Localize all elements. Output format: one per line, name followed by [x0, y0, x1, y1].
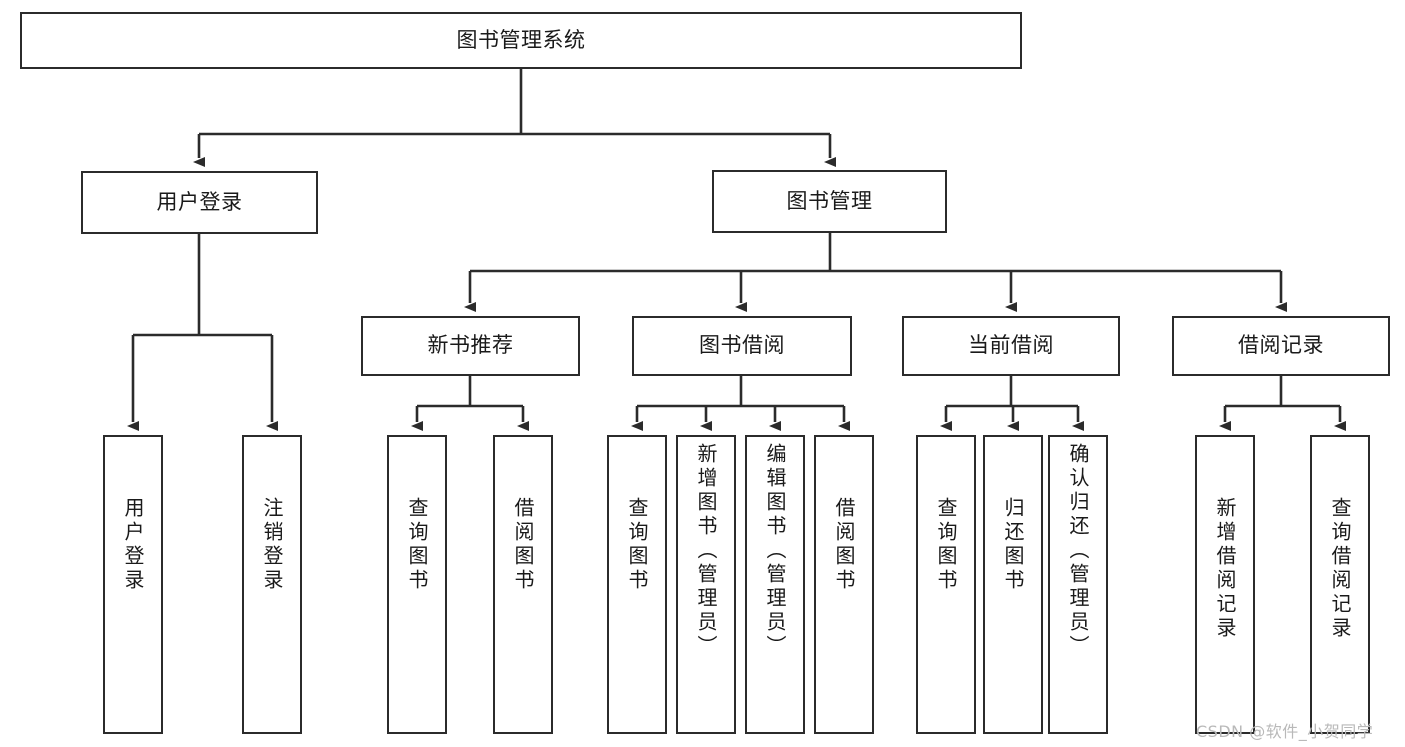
- node-current-borrow[interactable]: 当前借阅: [902, 316, 1120, 376]
- leaf-borrow-record-add[interactable]: 新增借阅记录: [1195, 435, 1255, 734]
- node-root[interactable]: 图书管理系统: [20, 12, 1022, 69]
- leaf-user-login-logout[interactable]: 注销登录: [242, 435, 302, 734]
- node-book-management-label: 图书管理: [786, 188, 873, 213]
- node-book-borrow-label: 图书借阅: [699, 333, 785, 358]
- node-new-book-recommend[interactable]: 新书推荐: [361, 316, 580, 376]
- node-user-login[interactable]: 用户登录: [81, 171, 318, 234]
- leaf-new-book-query[interactable]: 查询图书: [387, 435, 447, 734]
- leaf-current-borrow-query[interactable]: 查询图书: [916, 435, 976, 734]
- leaf-user-login-login[interactable]: 用户登录: [103, 435, 163, 734]
- node-book-management[interactable]: 图书管理: [712, 170, 947, 233]
- leaf-label: 查询图书: [405, 497, 429, 593]
- node-borrow-record[interactable]: 借阅记录: [1172, 316, 1390, 376]
- leaf-label: 借阅图书: [832, 497, 856, 593]
- leaf-book-borrow-borrow[interactable]: 借阅图书: [814, 435, 874, 734]
- leaf-current-borrow-confirm-return[interactable]: 确认归还（管理员）: [1048, 435, 1108, 734]
- leaf-new-book-borrow[interactable]: 借阅图书: [493, 435, 553, 734]
- node-new-book-recommend-label: 新书推荐: [427, 333, 514, 358]
- leaf-label: 查询图书: [625, 497, 649, 593]
- node-root-label: 图书管理系统: [456, 27, 586, 52]
- node-user-login-label: 用户登录: [156, 189, 243, 214]
- leaf-borrow-record-query[interactable]: 查询借阅记录: [1310, 435, 1370, 734]
- leaf-label: 新增图书（管理员）: [694, 443, 718, 659]
- leaf-label: 查询图书: [934, 497, 958, 593]
- node-borrow-record-label: 借阅记录: [1238, 333, 1324, 358]
- node-book-borrow[interactable]: 图书借阅: [632, 316, 852, 376]
- watermark-text: CSDN @软件_小贺同学: [1196, 722, 1374, 741]
- leaf-label: 归还图书: [1001, 497, 1025, 593]
- leaf-book-borrow-query[interactable]: 查询图书: [607, 435, 667, 734]
- leaf-label: 注销登录: [260, 497, 284, 593]
- leaf-label: 新增借阅记录: [1213, 497, 1237, 641]
- leaf-label: 查询借阅记录: [1328, 497, 1352, 641]
- leaf-current-borrow-return[interactable]: 归还图书: [983, 435, 1043, 734]
- leaf-label: 编辑图书（管理员）: [763, 443, 787, 659]
- leaf-label: 借阅图书: [511, 497, 535, 593]
- node-current-borrow-label: 当前借阅: [968, 333, 1054, 358]
- leaf-label: 用户登录: [121, 497, 145, 593]
- leaf-label: 确认归还（管理员）: [1066, 443, 1090, 659]
- leaf-book-borrow-add[interactable]: 新增图书（管理员）: [676, 435, 736, 734]
- leaf-book-borrow-edit[interactable]: 编辑图书（管理员）: [745, 435, 805, 734]
